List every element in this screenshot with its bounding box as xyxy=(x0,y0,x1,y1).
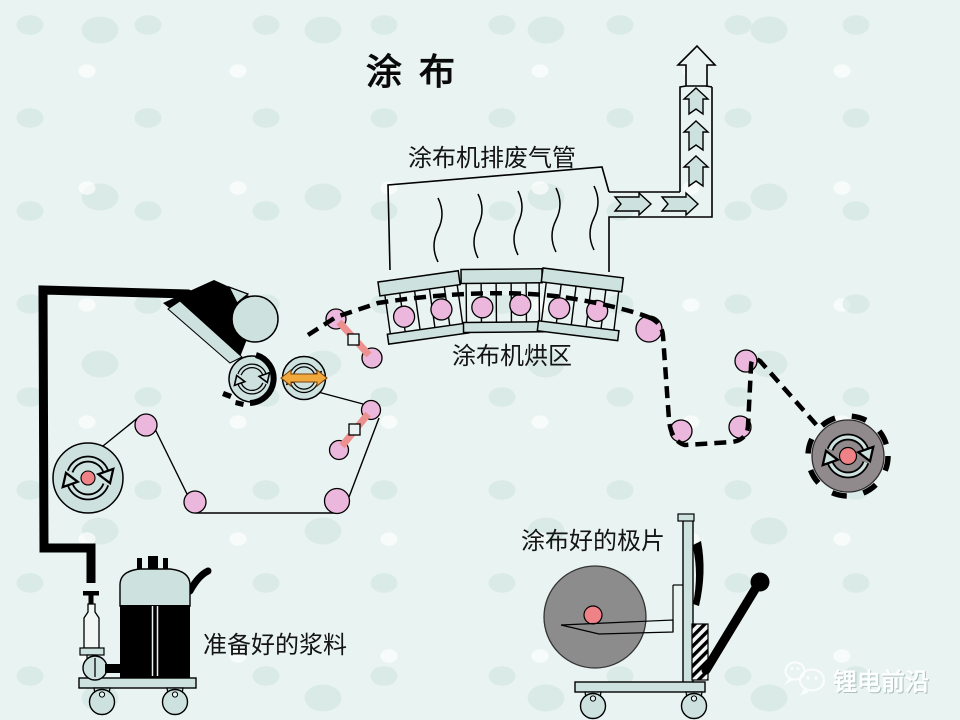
wechat-icon xyxy=(784,661,825,696)
coating-roller-left xyxy=(222,352,277,407)
coating-bead xyxy=(231,295,279,343)
cart-handle xyxy=(186,567,212,595)
truck-wheel xyxy=(680,691,708,720)
exhaust-pipe-label: 涂布机排废气管 xyxy=(408,145,576,172)
watermark: 锂电前沿 锂电前沿 xyxy=(784,661,930,697)
tank-dome xyxy=(119,568,191,607)
exhaust-right-arrow-icons xyxy=(613,191,700,217)
winder-roll xyxy=(805,413,891,499)
pump-valve xyxy=(83,591,99,596)
hood-and-duct-outline xyxy=(387,85,713,272)
exhaust-up-arrow-icons xyxy=(682,87,710,188)
fork xyxy=(560,584,683,635)
bead-tab xyxy=(227,285,250,304)
tension-pivot xyxy=(347,333,360,346)
coated-web-dashed xyxy=(306,290,823,448)
roll-hub xyxy=(80,470,96,486)
slurry-pump xyxy=(79,591,131,681)
oven-section-2 xyxy=(460,268,546,334)
truck-base xyxy=(574,681,706,693)
slurry-cart xyxy=(78,556,212,716)
unwind-roll xyxy=(52,442,124,514)
doctor-blade-arc xyxy=(249,352,277,406)
slurry-pipe xyxy=(38,285,216,583)
truck-wheel xyxy=(579,691,607,720)
web-line xyxy=(102,391,380,514)
oven-exit-roller xyxy=(635,315,663,343)
watermark-text-shadow: 锂电前沿 xyxy=(834,669,930,697)
pump-bottle xyxy=(83,603,100,649)
roll-hub xyxy=(838,446,858,466)
oven-section-1 xyxy=(377,269,470,346)
wound-web-dashes xyxy=(805,413,891,499)
coating-roller-right xyxy=(280,355,328,401)
heat-wave-lines xyxy=(433,185,599,263)
gap-adjust-arrow-icon xyxy=(280,368,328,388)
hopper-chute xyxy=(167,300,243,364)
cart-wheel xyxy=(88,687,116,716)
guide-roller xyxy=(183,490,207,514)
cart-wheel xyxy=(161,687,189,716)
drying-zone-label: 涂布机烘区 xyxy=(452,343,572,370)
tension-bar-upper xyxy=(325,308,383,369)
pallet-truck xyxy=(543,513,770,720)
exhaust-hood xyxy=(387,44,717,272)
tension-pivot xyxy=(348,423,361,436)
tension-bar-lower xyxy=(328,399,382,461)
exhaust-outlet-arrow-icon xyxy=(676,44,717,87)
guide-roller xyxy=(323,487,351,515)
prepared-slurry-label: 准备好的浆料 xyxy=(203,632,347,659)
page-title: 涂 布 xyxy=(366,52,459,92)
watermark-text: 锂电前沿 xyxy=(833,668,929,696)
truck-handle xyxy=(701,581,762,675)
backrest-panel xyxy=(693,541,704,606)
cart-platform xyxy=(78,677,197,689)
coated-electrode-label: 涂布好的极片 xyxy=(521,528,665,555)
guide-roller xyxy=(134,413,158,437)
coater-hopper xyxy=(163,280,258,357)
coater-head xyxy=(163,280,328,407)
drying-oven xyxy=(377,267,627,346)
roll-hub xyxy=(583,605,603,625)
handle-knob xyxy=(750,572,770,592)
slurry-tank-body xyxy=(120,605,190,678)
guide-roller xyxy=(734,349,758,373)
